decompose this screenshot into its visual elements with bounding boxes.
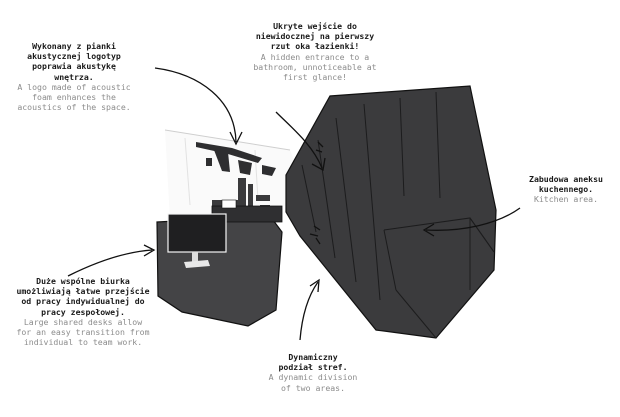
- annotation-arrows: [67, 67, 521, 341]
- annotation-bathroom: Ukryte wejście do niewidocznej na pierws…: [242, 21, 388, 82]
- acoustic-logo: [196, 142, 276, 176]
- bathroom-note-pl-line: rzut oka łazienki!: [270, 41, 360, 52]
- bathroom-note-pl-line: Ukryte wejście do: [273, 21, 357, 31]
- annotation-desks: Duże wspólne biurka umożliwiają łatwe pr…: [2, 276, 164, 347]
- bathroom-note-pl-line: niewidocznej na pierwszy: [255, 31, 375, 42]
- logo-note-pl-line: poprawia akustykę: [32, 61, 116, 72]
- arrow-bathroom: [275, 111, 326, 172]
- zones-note-en-line: A dynamic division: [268, 372, 358, 383]
- bathroom-note-en-line: A hidden entrance to a: [260, 51, 370, 62]
- kitchen-note-pl-line: Zabudowa aneksu: [529, 174, 603, 184]
- arrow-logo: [154, 67, 243, 146]
- logo-note-en-line: A logo made of acoustic: [17, 81, 131, 92]
- desks-note-pl-line: od pracy indywidualnej do: [21, 296, 145, 307]
- monitor: [167, 213, 227, 268]
- bathroom-note-en-line: first glance!: [282, 72, 348, 83]
- kitchen-note-en-line: Kitchen area.: [533, 194, 599, 205]
- desks-note-pl-line: Duże wspólne biurka: [36, 276, 130, 286]
- desks-note-pl-line: umożliwiają łatwe przejście: [16, 286, 150, 297]
- arrow-desks: [67, 244, 156, 277]
- logo-note-pl-line: Wykonany z pianki: [32, 41, 116, 51]
- annotation-zones: Dynamiczny podział stref. A dynamic divi…: [258, 352, 368, 393]
- desks-note-en-line: individual to team work.: [23, 337, 143, 348]
- arrow-kitchen: [422, 207, 521, 237]
- arrow-zones: [299, 278, 320, 341]
- kitchen-note-pl-line: kuchennego.: [538, 184, 594, 195]
- logo-note-pl-line: akustycznej logotyp: [27, 51, 121, 62]
- desks-note-en-line: for an easy transition from: [16, 327, 150, 338]
- logo-note-en-line: acoustics of the space.: [17, 102, 131, 113]
- hidden-door-marks: [309, 141, 324, 245]
- bathroom-note-en-line: bathroom, unnoticeable at: [253, 61, 377, 72]
- logo-note-en-line: foam enhances the: [32, 92, 116, 103]
- kitchen-cabinet-wall: [285, 85, 497, 339]
- annotation-kitchen: Zabudowa aneksu kuchennego. Kitchen area…: [518, 174, 614, 205]
- zones-note-pl-line: Dynamiczny: [288, 352, 338, 362]
- logo-note-pl-line: wnętrza.: [54, 71, 94, 82]
- desks-note-pl-line: pracy zespołowej.: [41, 306, 125, 317]
- zones-note-en-line: of two areas.: [280, 382, 346, 393]
- desks-note-en-line: Large shared desks allow: [23, 316, 143, 327]
- annotation-logo: Wykonany z pianki akustycznej logotyp po…: [8, 41, 140, 112]
- zones-note-pl-line: podział stref.: [278, 362, 348, 373]
